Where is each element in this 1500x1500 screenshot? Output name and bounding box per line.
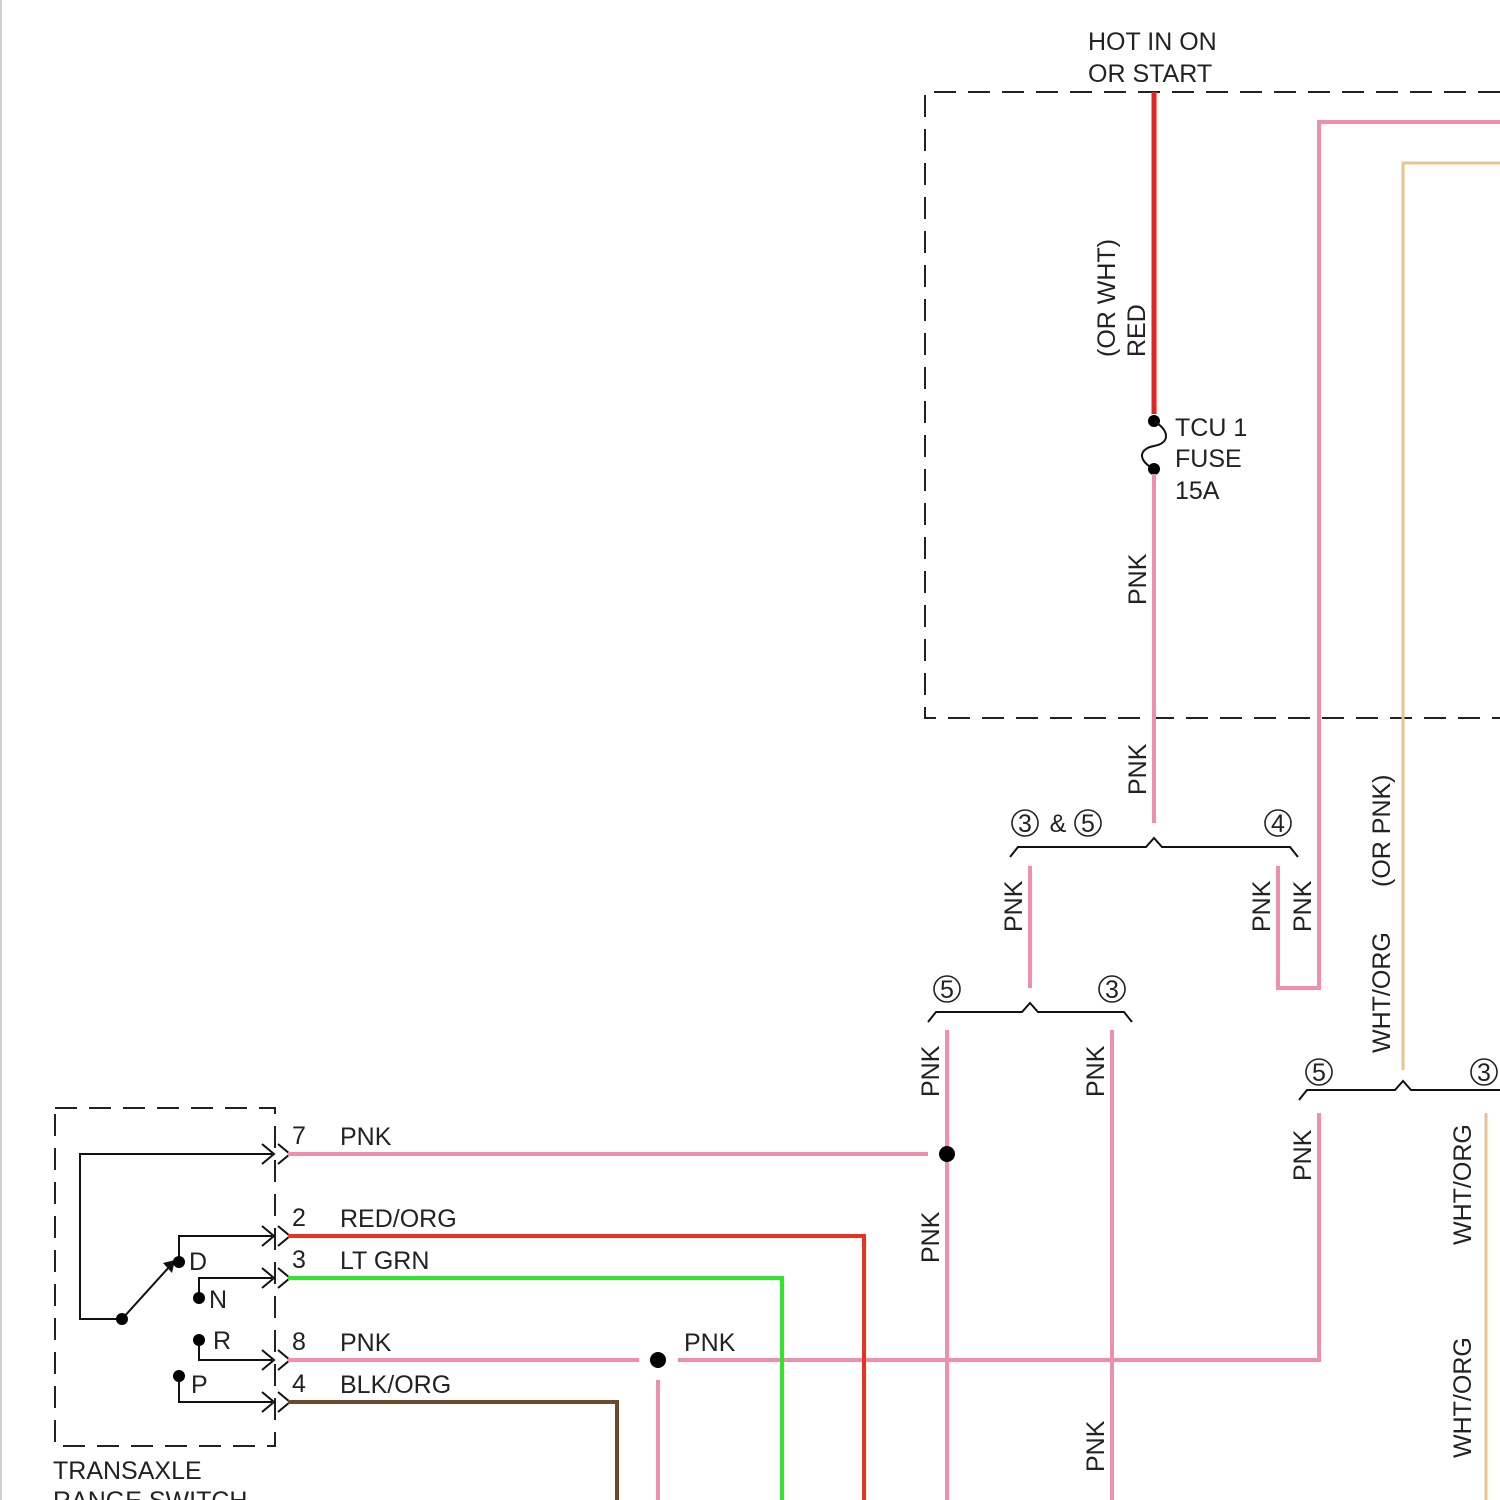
- pnk-label-mid-left-2: PNK: [917, 1211, 945, 1263]
- switch-name-line1: TRANSAXLE: [53, 1457, 202, 1485]
- splice-dot-pin7: [939, 1146, 955, 1162]
- splice-bracket-top: [1010, 838, 1298, 857]
- fuse-element: [1142, 421, 1166, 469]
- switch-position-d: D: [189, 1248, 207, 1276]
- pnk-label-loop-1: PNK: [1248, 880, 1276, 932]
- pin-number-7: 7: [292, 1122, 306, 1150]
- fuse-box-enclosure: [925, 92, 1500, 718]
- pnk-label-fuse-2: PNK: [1124, 743, 1152, 795]
- switch-blade: [122, 1266, 170, 1319]
- pnk-junction-label: PNK: [684, 1329, 736, 1357]
- switch-pivot: [116, 1313, 128, 1325]
- switch-position-p: P: [191, 1371, 208, 1399]
- wht-org-label-lower-1: WHT/ORG: [1449, 1124, 1477, 1245]
- wht-org-label-upper: WHT/ORG: [1368, 932, 1396, 1053]
- pnk-label-fuse-1: PNK: [1124, 553, 1152, 605]
- switch-contact-r: [193, 1334, 205, 1346]
- switch-name-line2: RANGE SWITCH: [53, 1487, 247, 1500]
- fuse-label-line3: 15A: [1175, 477, 1220, 505]
- switch-r-wire: [199, 1340, 272, 1360]
- pin-wire-7: PNK: [340, 1123, 392, 1151]
- pin-number-8: 8: [292, 1328, 306, 1356]
- fuse-label-line2: FUSE: [1175, 445, 1242, 473]
- power-label-line1: HOT IN ON: [1088, 28, 1217, 56]
- splice-top-num-right: 4: [1271, 810, 1285, 838]
- splice-mid-num-left: 5: [940, 976, 954, 1004]
- switch-contact-n: [193, 1292, 205, 1304]
- splice-dot-pin8: [650, 1352, 666, 1368]
- pin-wire-4: BLK/ORG: [340, 1371, 451, 1399]
- pnk-label-mid-left-1: PNK: [917, 1045, 945, 1097]
- splice-top-num-b: 5: [1081, 810, 1095, 838]
- wht-org-upper-wire: [1403, 163, 1500, 1070]
- tcu-fuse: [1142, 415, 1166, 475]
- wht-org-label-lower-2: WHT/ORG: [1449, 1337, 1477, 1458]
- pnk-label-splice-left: PNK: [1000, 880, 1028, 932]
- splice-bracket-right: [1299, 1081, 1500, 1100]
- pnk-label-mid-right-1: PNK: [1082, 1045, 1110, 1097]
- power-label-line2: OR START: [1088, 60, 1212, 88]
- splice-bracket-mid: [928, 1003, 1132, 1022]
- or-pnk-label: (OR PNK): [1368, 775, 1396, 888]
- red-alt-label: (OR WHT): [1093, 239, 1121, 357]
- splice-mid-num-right: 3: [1105, 976, 1119, 1004]
- pnk-label-loop-2: PNK: [1289, 880, 1317, 932]
- pin-wire-8: PNK: [340, 1329, 392, 1357]
- fuse-label-line1: TCU 1: [1175, 414, 1247, 442]
- splice-right-num-right: 3: [1477, 1059, 1491, 1087]
- fuse-terminal-bottom: [1148, 463, 1160, 475]
- splice-top-amp: &: [1050, 810, 1067, 838]
- splice-right-num-left: 5: [1312, 1059, 1326, 1087]
- switch-position-n: N: [209, 1286, 227, 1314]
- switch-position-r: R: [213, 1327, 231, 1355]
- pin4-blk-org-wire: [288, 1402, 617, 1500]
- red-label: RED: [1123, 304, 1151, 357]
- pin-number-4: 4: [292, 1370, 306, 1398]
- pin-wire-3: LT GRN: [340, 1247, 429, 1275]
- pin-wire-2: RED/ORG: [340, 1205, 457, 1233]
- pin2-red-org-wire: [288, 1236, 864, 1500]
- pin-number-3: 3: [292, 1246, 306, 1274]
- pnk-label-mid-right-2: PNK: [1082, 1420, 1110, 1472]
- switch-contact-d: [173, 1256, 185, 1268]
- pnk-label-right-lower: PNK: [1289, 1129, 1317, 1181]
- pin-number-2: 2: [292, 1204, 306, 1232]
- splice-top-num-a: 3: [1018, 810, 1032, 838]
- switch-contact-p: [173, 1370, 185, 1382]
